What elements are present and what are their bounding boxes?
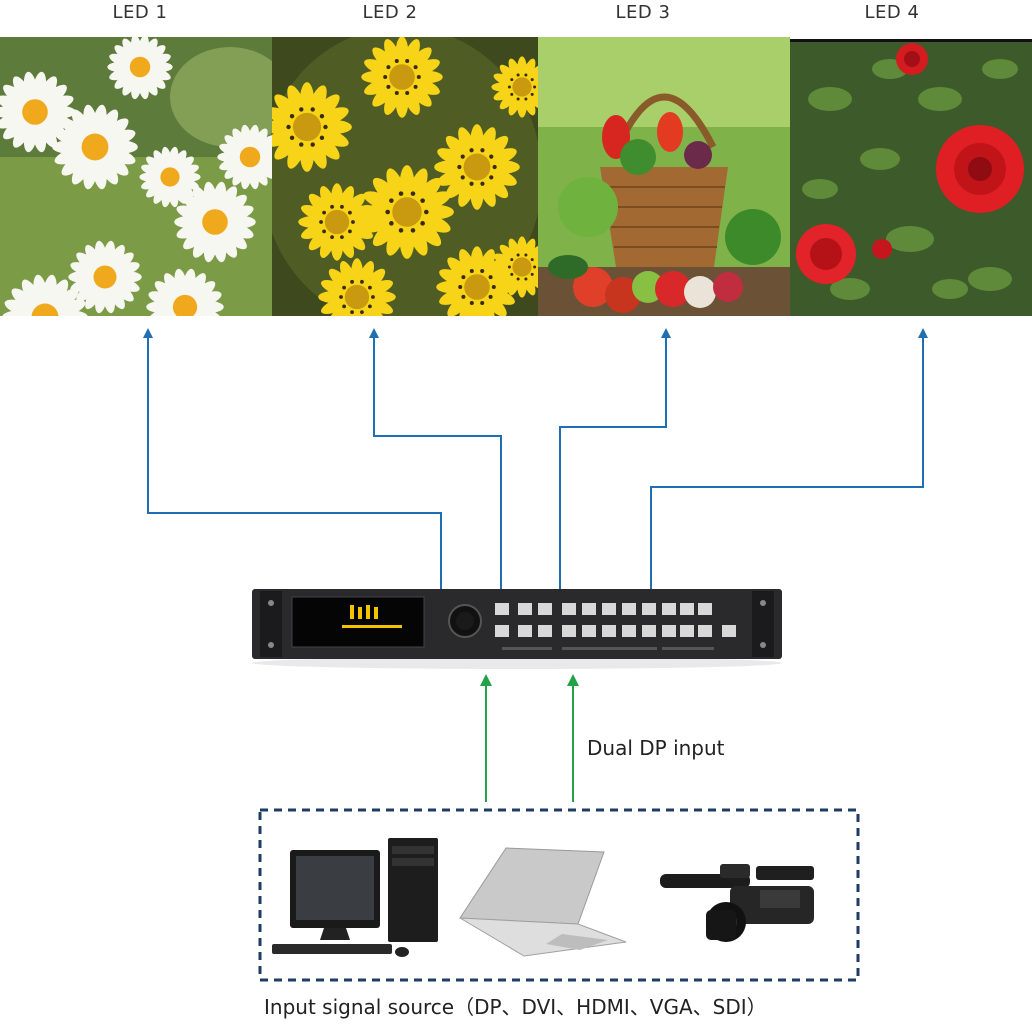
flower [217, 124, 272, 190]
flower [298, 183, 376, 261]
daisies-image [0, 37, 272, 316]
laptop-icon [459, 847, 627, 957]
flower [107, 37, 173, 100]
output-line-led-1 [143, 328, 442, 590]
flower [52, 104, 138, 190]
flower [146, 268, 224, 316]
led-2-label: LED 2 [362, 2, 418, 23]
led-1-screen [0, 37, 272, 316]
video-camera-icon [660, 864, 814, 942]
flower [434, 124, 520, 210]
flower [361, 37, 443, 118]
led-3-screen [538, 37, 790, 316]
flower [360, 165, 454, 259]
dual-dp-input-label: Dual DP input [587, 736, 725, 760]
flower [318, 258, 396, 316]
output-line-led-3 [559, 328, 671, 590]
led-1-label: LED 1 [112, 2, 168, 23]
flower [272, 82, 352, 172]
flower [2, 274, 88, 316]
led-4-screen [790, 39, 1032, 316]
flower [0, 71, 76, 153]
desktop-computer-icon [272, 838, 438, 957]
led-3-label: LED 3 [615, 2, 671, 23]
yellow-flowers-image [272, 37, 538, 316]
flower [491, 236, 538, 298]
input-signal-source-label: Input signal source（DP、DVI、HDMI、VGA、SDI） [264, 995, 767, 1019]
flower [139, 146, 201, 208]
flower [174, 181, 256, 263]
led-2-screen [272, 37, 538, 316]
flower [436, 246, 518, 316]
input-source-box [258, 808, 860, 982]
flower [68, 240, 142, 314]
led-4-label: LED 4 [864, 2, 920, 23]
flower [491, 56, 538, 118]
output-line-led-2 [369, 328, 502, 590]
video-processor [252, 589, 782, 669]
vegetable-basket-image [538, 37, 790, 316]
red-roses-image [790, 39, 1032, 316]
